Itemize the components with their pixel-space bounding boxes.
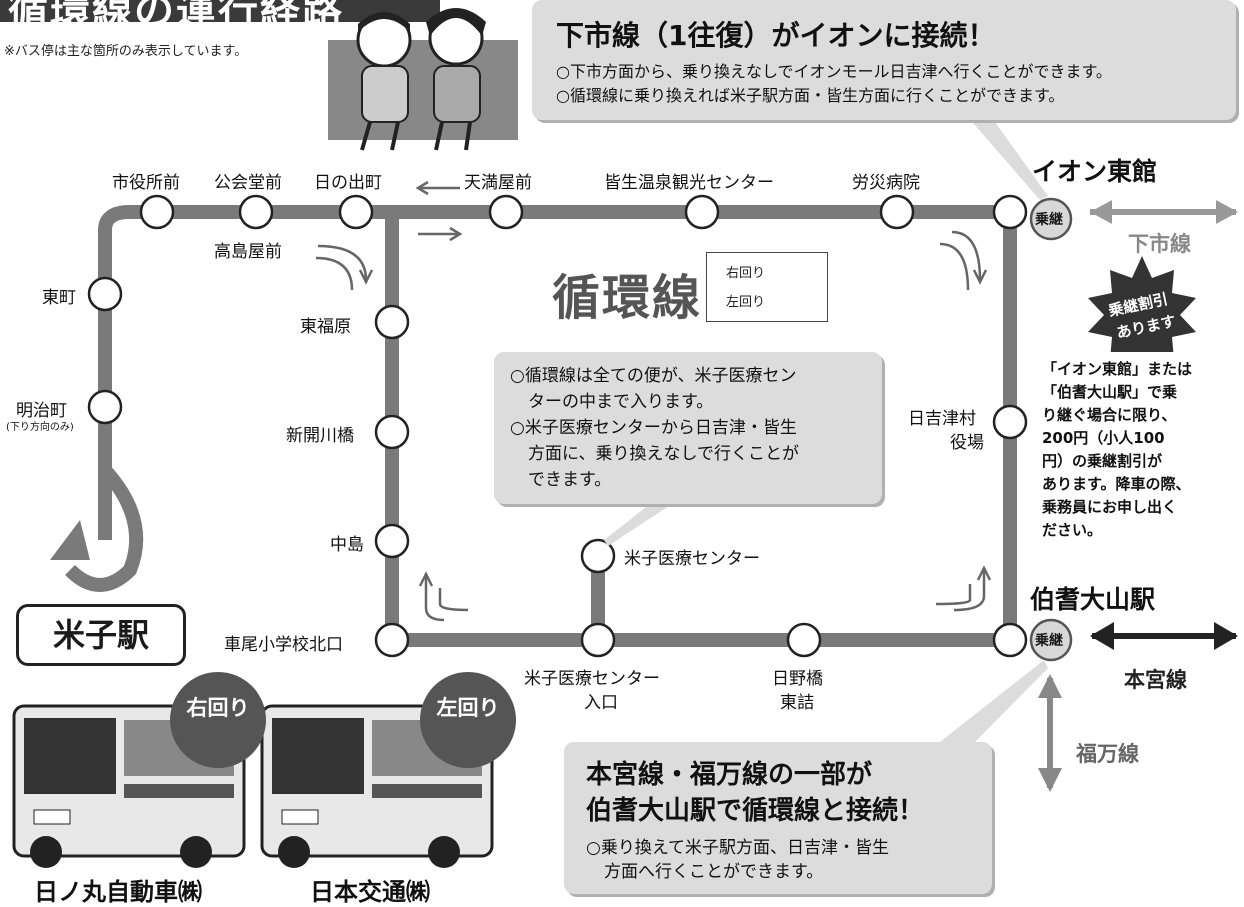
shimoichi-callout-line-1: ○下市方面から、乗り換えなしでイオンモール日吉津へ行くことができます。 xyxy=(556,62,1112,81)
label-kurumao: 車尾小学校北口 xyxy=(224,635,343,655)
stop-rosai xyxy=(879,194,915,230)
direction-arrows xyxy=(315,180,992,622)
label-iryo-entrance-2: 入口 xyxy=(584,693,618,713)
discount-line-4: 200円（小人100 xyxy=(1042,429,1165,447)
title-banner xyxy=(0,0,440,22)
stop-nakashima xyxy=(374,523,410,559)
transfer-circle-aeon xyxy=(1029,197,1073,241)
label-meijicho: 明治町 xyxy=(16,401,67,421)
shimoichi-arrow xyxy=(1090,200,1238,224)
stop-higashifukuhara xyxy=(374,304,410,340)
direction-legend xyxy=(706,252,828,322)
loop-line-name: 循環線 xyxy=(552,270,703,326)
stop-kaike xyxy=(684,194,720,230)
transfer-circle-hoki xyxy=(1029,618,1073,662)
stop-meijicho xyxy=(87,389,123,425)
transfer-mark-hoki: 乗継 xyxy=(1035,633,1063,649)
stop-higashimachi xyxy=(87,276,123,312)
iryo-center-callout: ○循環線は全ての便が、米子医療セン ターの中まで入ります。 ○米子医療センターか… xyxy=(494,352,882,504)
transfer-mark-aeon: 乗継 xyxy=(1035,212,1063,228)
honguu-arrow xyxy=(1090,622,1238,650)
hub-aeon: イオン東館 xyxy=(1032,157,1158,186)
stop-hoki-corner xyxy=(992,622,1028,658)
iryo-callout-line-4: 方面に、乗り換えなしで行くことが xyxy=(528,444,799,464)
bottom-callout-title-2: 伯耆大山駅で循環線と接続！ xyxy=(586,796,925,826)
center-callout-pointer xyxy=(604,504,672,546)
return-arrow xyxy=(50,520,90,560)
legend-clockwise: 右回り xyxy=(726,266,766,281)
hub-hoki: 伯耆大山駅 xyxy=(1030,585,1156,614)
shimoichi-callout-line-2: ○循環線に乗り換えれば米子駅方面・皆生方面に行くことができます。 xyxy=(556,86,1065,105)
branch-shimoichi: 下市線 xyxy=(1128,232,1191,256)
operator-hinomaru: 日ノ丸自動車㈱ xyxy=(34,878,202,906)
label-hinodecho: 日の出町 xyxy=(314,173,382,193)
badge-counterclockwise: 左回り xyxy=(420,672,516,768)
label-tenmanya: 天満屋前 xyxy=(464,173,532,193)
return-loop xyxy=(65,465,144,592)
label-shiyakusho: 市役所前 xyxy=(112,173,180,193)
discount-line-5: 円）の乗継割引が xyxy=(1042,452,1163,470)
legend-counterclockwise: 左回り xyxy=(726,295,766,310)
fukuman-arrow xyxy=(1038,674,1062,792)
stop-iryo-center xyxy=(580,538,616,574)
label-kokaido: 公会堂前 xyxy=(214,173,282,193)
discount-line-7: 乗務員にお申し出く xyxy=(1042,498,1178,516)
stop-kurumao xyxy=(374,622,410,658)
label-shinkaigawa: 新開川橋 xyxy=(286,426,354,446)
discount-line-8: ださい。 xyxy=(1042,521,1103,539)
station-yonago: 米子駅 xyxy=(16,604,186,666)
bus-stop-note: ※バス停は主な箇所のみ表示しています。 xyxy=(4,44,248,59)
stop-aeon-corner xyxy=(992,194,1028,230)
passengers-illustration xyxy=(328,8,518,151)
iryo-callout-line-3: ○米子医療センターから日吉津・皆生 xyxy=(510,418,797,438)
label-takashimaya: 高島屋前 xyxy=(214,242,282,262)
branch-honguu: 本宮線 xyxy=(1124,668,1187,692)
iryo-callout-line-5: できます。 xyxy=(528,470,612,490)
stop-iryo-entrance xyxy=(580,622,616,658)
discount-line-1: 「イオン東館」または xyxy=(1042,360,1193,378)
stop-hiezu xyxy=(992,404,1028,440)
bottom-callout-line-2: 方面へ行くことができます。 xyxy=(604,862,824,882)
stop-hino xyxy=(786,622,822,658)
stop-shinkaigawa xyxy=(374,414,410,450)
discount-line-6: あります。降車の際、 xyxy=(1042,475,1191,493)
honguu-fukuman-callout: 本宮線・福万線の一部が 伯耆大山駅で循環線と接続！ ○乗り換えて米子駅方面、日吉… xyxy=(564,742,992,894)
iryo-callout-line-2: ターの中まで入ります。 xyxy=(528,392,714,412)
iryo-callout-line-1: ○循環線は全ての便が、米子医療セン xyxy=(510,366,797,386)
label-rosai: 労災病院 xyxy=(852,173,920,193)
stop-kokaido xyxy=(238,194,274,230)
label-hino-1: 日野橋 xyxy=(772,669,823,689)
label-meijicho-note: (下り方向のみ) xyxy=(6,422,74,433)
badge-clockwise: 右回り xyxy=(170,672,266,768)
discount-burst xyxy=(1088,256,1196,374)
label-iryo-center: 米子医療センター xyxy=(624,549,760,569)
bottom-callout-line-1: ○乗り換えて米子駅方面、日吉津・皆生 xyxy=(586,838,889,858)
stop-tenmanya xyxy=(488,194,524,230)
label-iryo-entrance-1: 米子医療センター xyxy=(524,669,660,689)
label-hino-2: 東詰 xyxy=(780,693,814,713)
bottom-callout-title-1: 本宮線・福万線の一部が xyxy=(586,760,873,790)
shimoichi-callout: 下市線（1往復）がイオンに接続！ ○下市方面から、乗り換えなしでイオンモール日吉… xyxy=(532,0,1236,120)
bottom-callout-pointer xyxy=(940,660,1048,742)
top-callout-pointer xyxy=(960,108,1048,200)
shimoichi-callout-title: 下市線（1往復）がイオンに接続！ xyxy=(556,19,996,52)
label-higashifukuhara: 東福原 xyxy=(300,317,351,337)
label-nakashima: 中島 xyxy=(330,535,364,555)
map-title: 循環線の運行経路 xyxy=(8,0,344,34)
discount-line-2: 「伯耆大山駅」で乗 xyxy=(1042,383,1178,401)
stop-shiyakusho xyxy=(139,194,175,230)
operator-nihon-kotsu: 日本交通㈱ xyxy=(310,878,430,906)
discount-line-3: り継ぐ場合に限り、 xyxy=(1042,406,1177,424)
label-hiezu-1: 日吉津村 xyxy=(908,409,976,429)
stop-hinodecho xyxy=(338,194,374,230)
branch-fukuman: 福万線 xyxy=(1076,742,1139,766)
label-hiezu-2: 役場 xyxy=(950,433,984,453)
discount-notice: 「イオン東館」または 「伯耆大山駅」で乗 り継ぐ場合に限り、 200円（小人10… xyxy=(1042,352,1238,546)
label-higashimachi: 東町 xyxy=(42,288,76,308)
label-kaike: 皆生温泉観光センター xyxy=(604,173,774,193)
